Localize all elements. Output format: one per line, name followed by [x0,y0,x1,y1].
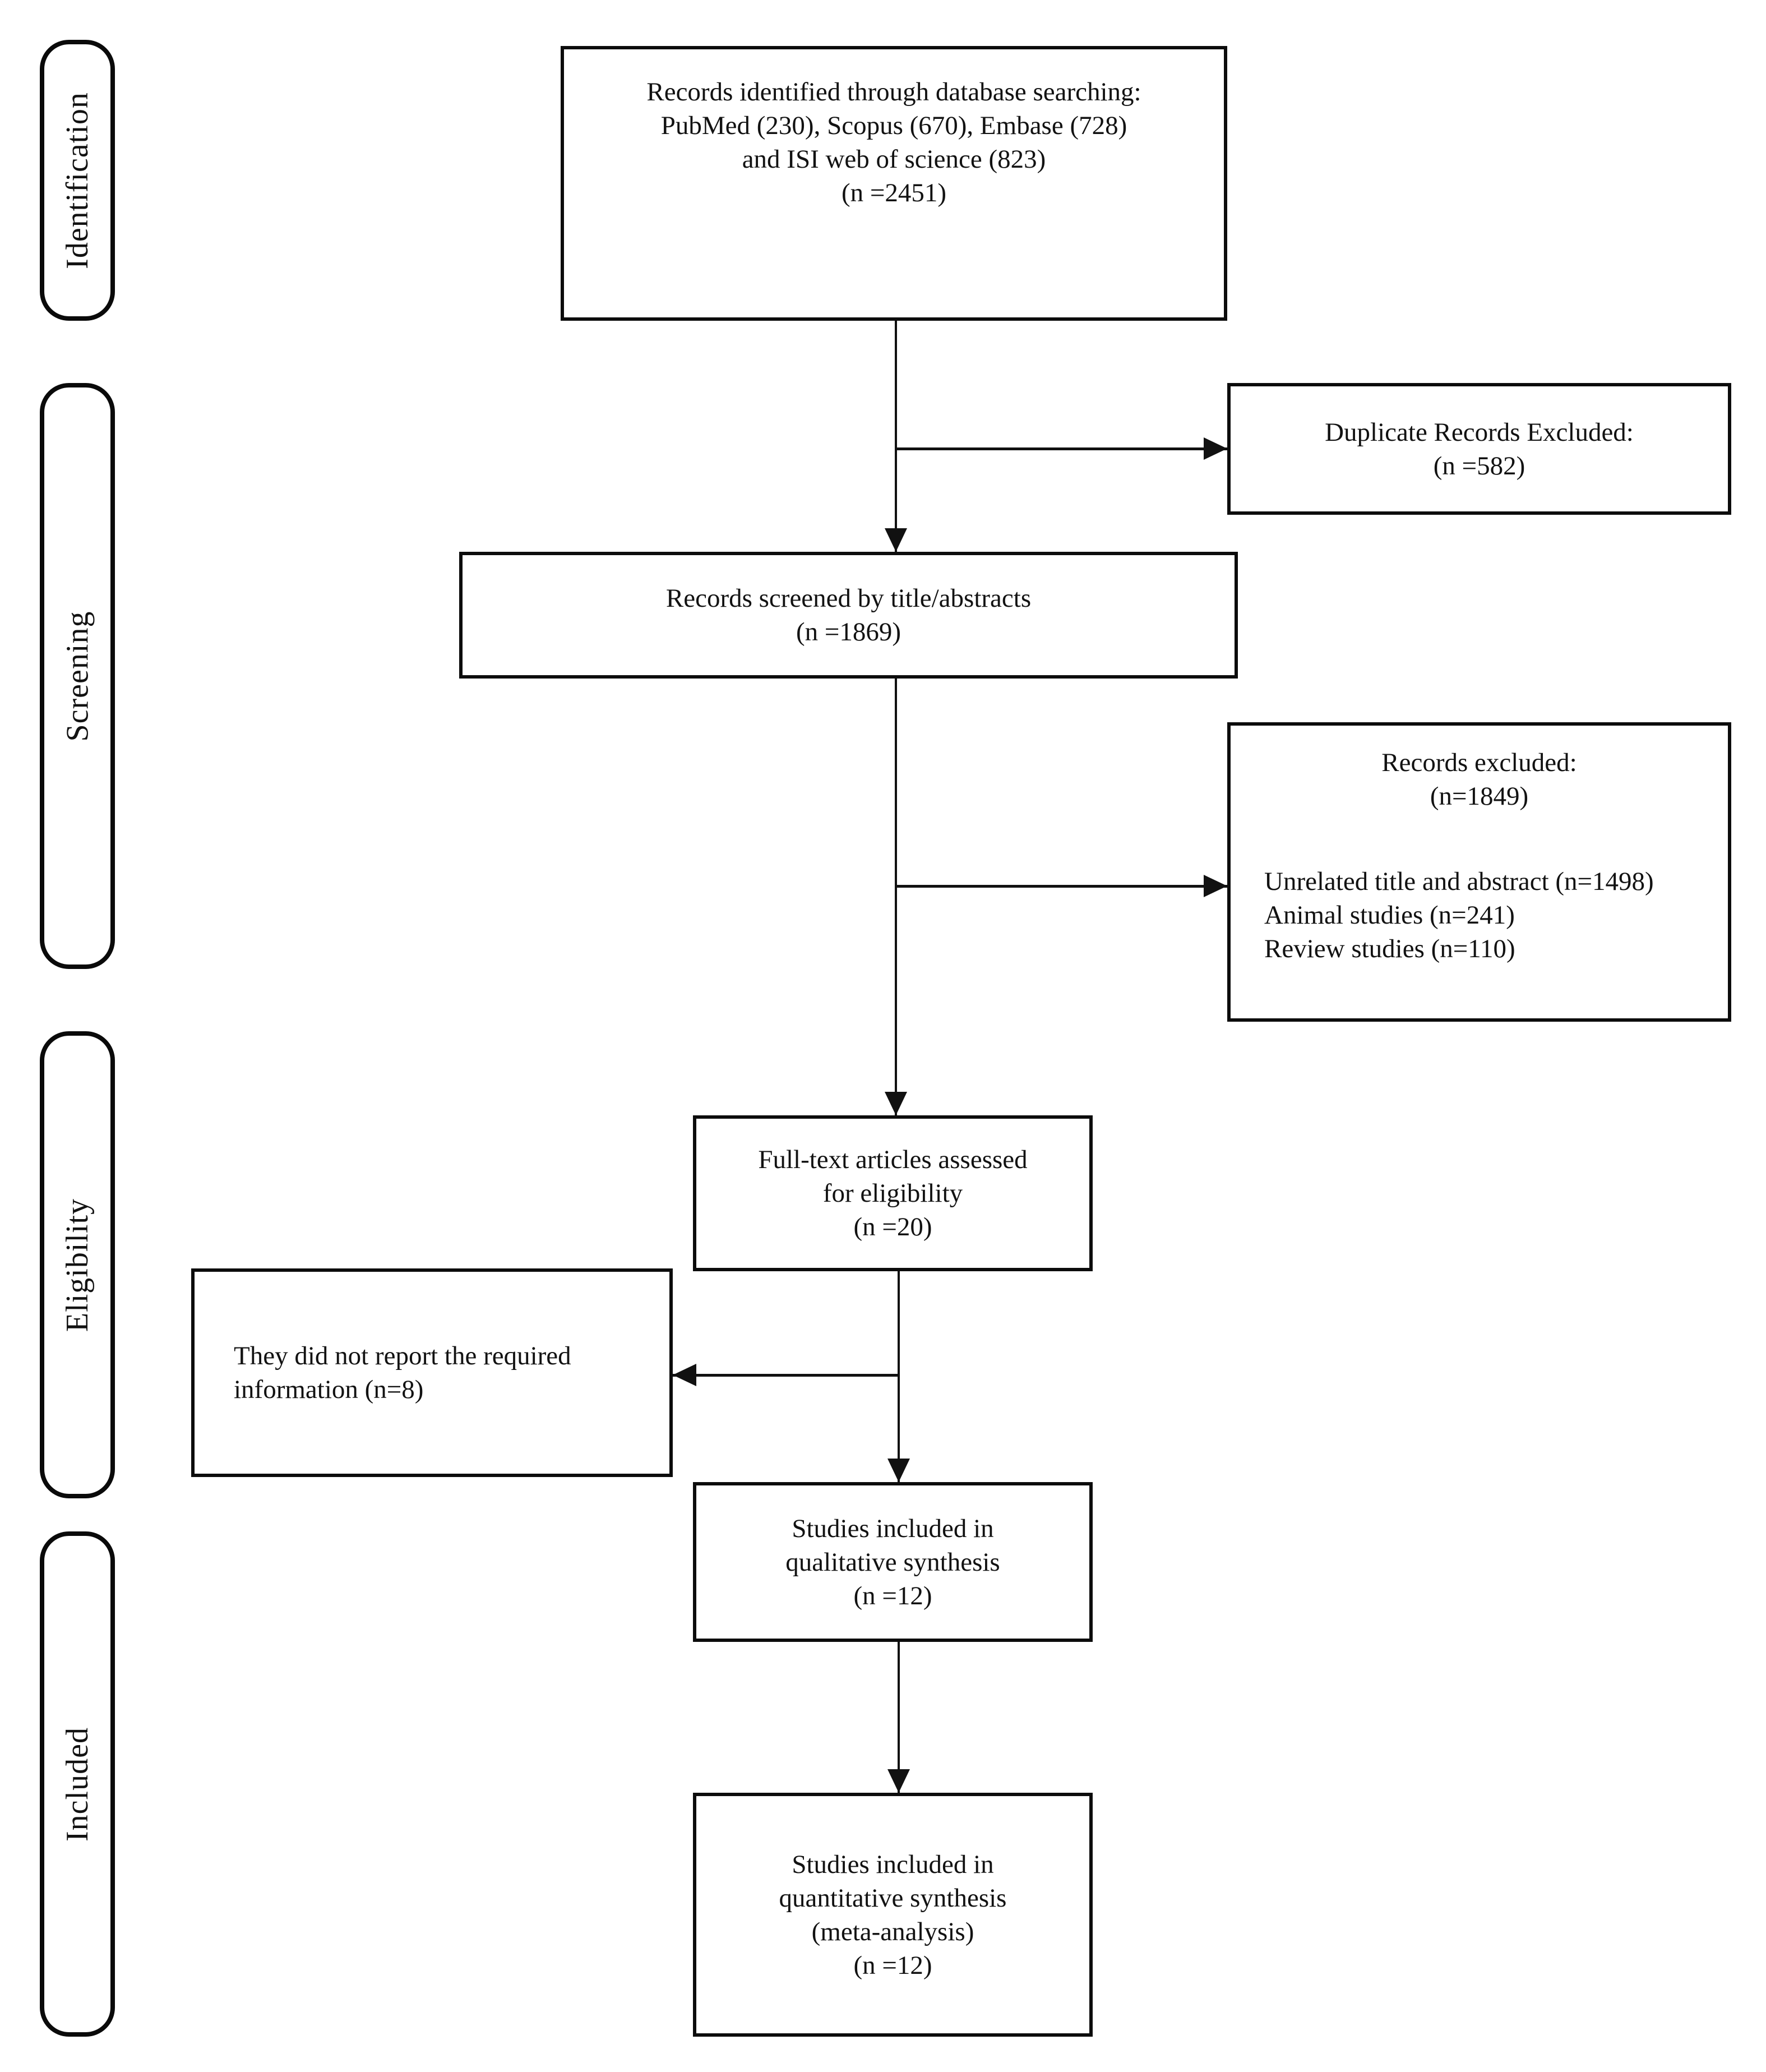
box-text-line: Duplicate Records Excluded: [1325,417,1634,447]
records-excluded-reasons: Unrelated title and abstract (n=1498) An… [1231,865,1728,966]
arrow-down-icon [887,1769,910,1793]
box-text-line: They did not report the required [234,1341,571,1370]
box-text-line: and ISI web of science (823) [742,145,1046,174]
box-text-line: Full-text articles assessed [758,1145,1028,1174]
box-text-line: Records identified through database sear… [646,77,1141,107]
stage-pill-eligibility: Eligibility [40,1031,115,1498]
box-text-line: (n=1849) [1430,782,1529,811]
arrow-down-icon [885,1092,907,1115]
stage-label-included: Included [60,1727,95,1842]
records-screened-box: Records screened by title/abstracts (n =… [459,552,1238,679]
flow-line-to-duplicates [896,447,1227,450]
flow-line-identified-to-screened [895,321,897,552]
flow-line-fulltext-to-qualitative [898,1271,900,1482]
records-excluded-box: Records excluded: (n=1849) Unrelated tit… [1227,722,1731,1022]
box-text-line: (n =1869) [796,617,902,647]
box-text-line: (n =12) [853,1581,932,1610]
qualitative-synthesis-box: Studies included in qualitative synthesi… [693,1482,1093,1642]
flow-line-to-not-reported [673,1374,899,1377]
box-text-line: PubMed (230), Scopus (670), Embase (728) [660,111,1127,140]
fulltext-assessed-box: Full-text articles assessed for eligibil… [693,1115,1093,1271]
flow-line-screened-to-fulltext [895,679,897,1115]
arrow-down-icon [887,1459,910,1482]
arrow-left-icon [673,1364,696,1386]
box-text-line: (n =2451) [841,178,947,207]
box-text-line: Unrelated title and abstract (n=1498) [1264,867,1654,896]
box-text-line: (n =582) [1433,451,1525,481]
box-text-line: Studies included in [792,1513,994,1543]
box-text-line: Studies included in [792,1849,994,1879]
stage-label-identification: Identification [60,91,95,269]
stage-pill-identification: Identification [40,40,115,321]
arrow-right-icon [1204,875,1227,897]
box-text-line: Review studies (n=110) [1264,934,1515,963]
box-text-line: Records screened by title/abstracts [665,584,1032,613]
box-text-line: Records excluded: [1381,748,1577,777]
box-text-line: (n =20) [853,1212,932,1242]
records-excluded-summary: Records excluded: (n=1849) [1231,746,1728,813]
box-text-line: Animal studies (n=241) [1264,901,1515,930]
arrow-right-icon [1204,437,1227,460]
stage-label-screening: Screening [60,611,95,741]
duplicates-excluded-box: Duplicate Records Excluded: (n =582) [1227,383,1731,515]
box-text-line: information (n=8) [234,1375,424,1404]
flow-line-to-excluded [896,885,1227,888]
box-text-line: (n =12) [853,1950,932,1980]
box-text-line: qualitative synthesis [785,1547,1000,1577]
not-reported-box: They did not report the required informa… [191,1268,673,1477]
box-text-line: (meta-analysis) [811,1917,974,1946]
records-identified-box: Records identified through database sear… [561,46,1227,321]
box-text-line: quantitative synthesis [779,1883,1007,1913]
stage-pill-included: Included [40,1531,115,2037]
stage-label-eligibility: Eligibility [60,1198,95,1332]
stage-pill-screening: Screening [40,383,115,969]
box-text-line: for eligibility [822,1179,963,1208]
flow-line-qualitative-to-quantitative [898,1642,900,1793]
quantitative-synthesis-box: Studies included in quantitative synthes… [693,1793,1093,2037]
arrow-down-icon [885,528,907,552]
